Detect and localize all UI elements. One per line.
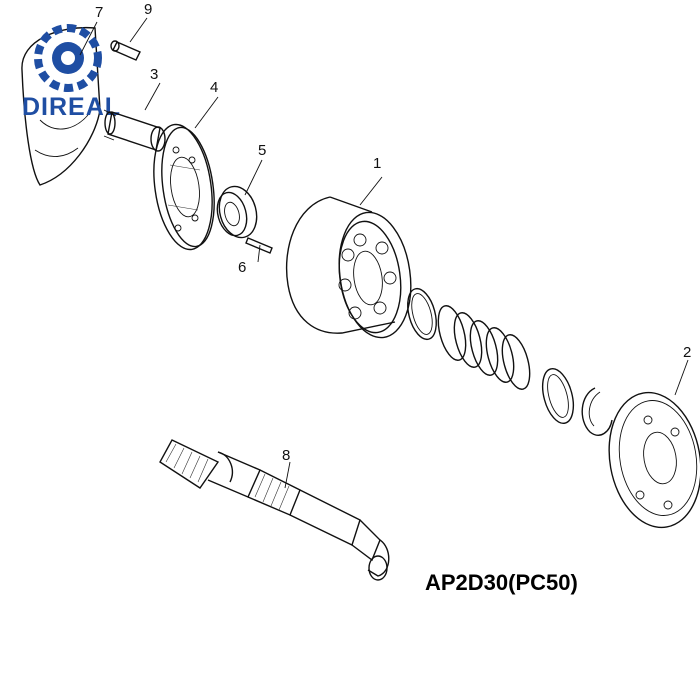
part-9-pin: [110, 40, 141, 61]
spring-seat: [541, 368, 575, 424]
callout-2: 2: [683, 344, 691, 361]
callout-labels: 1 2 3 4 5 6 7 8 9: [95, 1, 691, 464]
callout-8: 8: [282, 447, 290, 464]
logo-text: DIREAL: [22, 93, 121, 121]
part-8-drive-shaft: [159, 439, 390, 581]
part-1-cylinder-block: [285, 196, 412, 339]
callout-5: 5: [258, 142, 266, 159]
part-6-pin: [245, 237, 273, 254]
callout-3: 3: [150, 66, 158, 83]
part-4-valve-plate: [153, 123, 215, 251]
model-label: AP2D30(PC50): [425, 570, 578, 595]
part-5-bearing: [216, 185, 258, 239]
callout-1: 1: [373, 155, 381, 172]
part-2-swash-plate: [608, 391, 700, 529]
brand-logo: DIREAL: [22, 24, 121, 121]
spring: [437, 305, 531, 390]
logo-gear-icon: [34, 24, 102, 92]
callout-4: 4: [210, 79, 218, 96]
snap-ring: [407, 287, 437, 341]
retaining-clip: [581, 387, 613, 436]
callout-6: 6: [238, 259, 246, 276]
callout-9: 9: [144, 1, 152, 18]
callout-7: 7: [95, 4, 103, 21]
leader-lines: [79, 17, 689, 489]
